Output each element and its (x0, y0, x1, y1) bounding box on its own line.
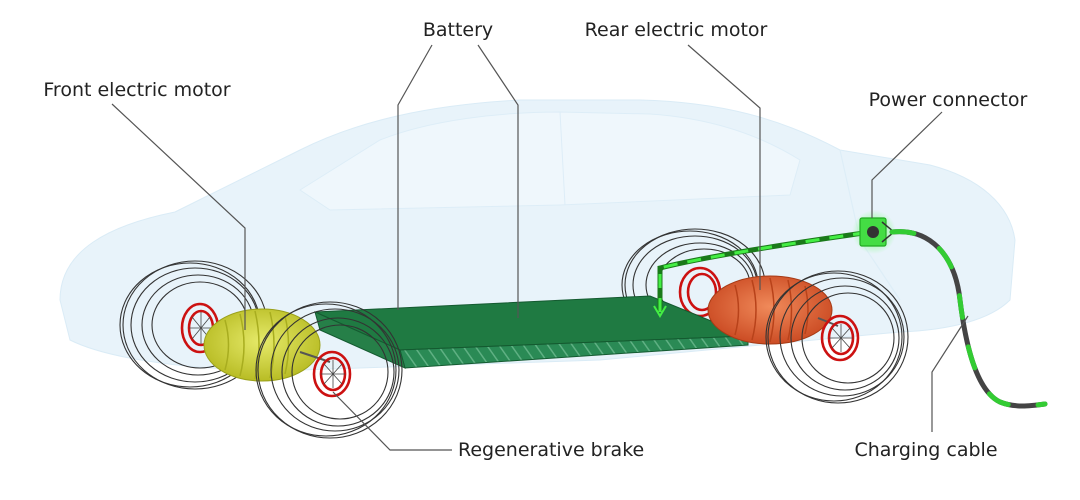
battery-leader-2 (477, 44, 519, 318)
front-right-wheel (255, 301, 403, 439)
rear-motor-leader (687, 44, 761, 290)
label-front-electric-motor: Front electric motor (43, 79, 230, 101)
label-battery: Battery (423, 19, 493, 41)
front-electric-motor (203, 308, 331, 382)
front-motor-leader (111, 103, 246, 330)
charging-cable-leader (931, 315, 969, 432)
charging-cable (889, 229, 1048, 409)
battery-leader (397, 44, 433, 310)
power-connector (852, 210, 896, 254)
power-connector-leader (871, 111, 943, 218)
rear-right-brake-disc (820, 314, 860, 362)
rear-right-wheel (765, 270, 909, 404)
battery-pack (314, 295, 749, 369)
internal-charging-line (653, 229, 871, 318)
leader-lines (111, 44, 969, 451)
label-power-connector: Power connector (869, 89, 1028, 111)
label-rear-electric-motor: Rear electric motor (585, 19, 768, 41)
car-window (299, 111, 801, 211)
front-right-brake-disc (312, 350, 352, 398)
car-door-line (559, 111, 566, 206)
label-regenerative-brake: Regenerative brake (458, 439, 644, 461)
regen-brake-leader (332, 391, 452, 451)
label-charging-cable: Charging cable (854, 439, 997, 461)
